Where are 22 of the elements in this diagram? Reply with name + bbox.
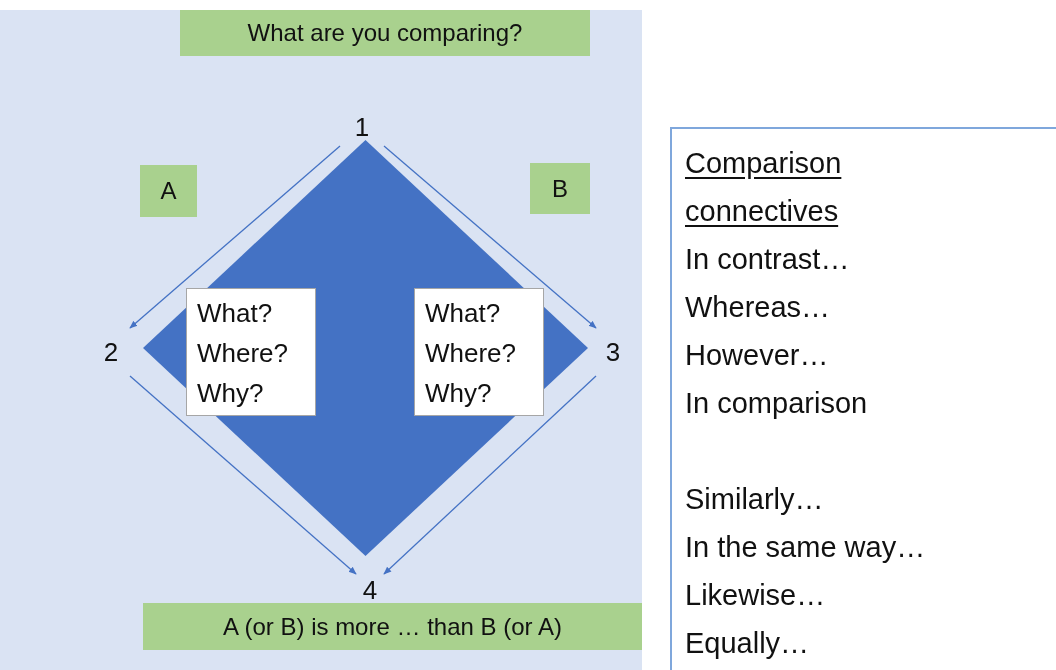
arrow [383, 145, 597, 329]
step-number: 4 [356, 574, 384, 606]
connective-text: In contrast… [685, 242, 850, 277]
connective-text: Equally… [685, 626, 810, 661]
connective-text: Likewise… [685, 578, 826, 613]
step-number: 2 [92, 328, 130, 376]
arrow [129, 145, 341, 329]
connective-text: In the same way… [685, 530, 926, 565]
label-box: B [530, 163, 590, 214]
step-number: 3 [596, 328, 630, 376]
connective-text: However… [685, 338, 829, 373]
label-box: What are you comparing? [180, 10, 590, 56]
connective-text: Similarly… [685, 482, 824, 517]
label-box: A (or B) is more … than B (or A) [143, 603, 642, 650]
connective-text: In comparison [685, 386, 868, 421]
arrow [383, 375, 597, 575]
heading-text: Comparison connectives [685, 146, 843, 229]
step-number: 1 [340, 108, 384, 146]
label-box: A [140, 165, 197, 217]
connectives-box [670, 127, 1056, 670]
connective-text: Whereas… [685, 290, 831, 325]
arrow [129, 375, 357, 575]
